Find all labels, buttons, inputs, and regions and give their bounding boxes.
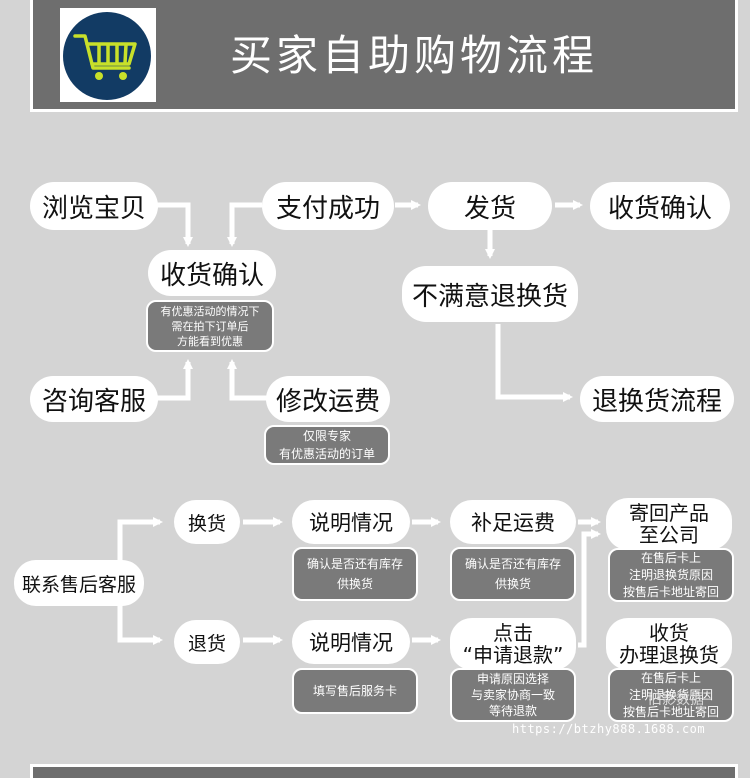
node-confirm-receipt-top: 收货确认 [590,182,730,230]
watermark-url: https://btzhy888.1688.com [512,722,706,736]
node-explain-2: 说明情况 [292,620,410,664]
node-pay-success: 支付成功 [262,182,394,230]
node-send-back: 寄回产品 至公司 [606,498,732,550]
note-stock-2: 确认是否还有库存 供换货 [450,547,576,601]
note-refund-reason: 申请原因选择 与卖家协商一致 等待退款 [450,668,576,722]
note-fill-card: 填写售后服务卡 [292,668,418,714]
node-return-process: 退换货流程 [580,376,734,422]
node-ship: 发货 [428,182,552,230]
node-refund: 退货 [174,620,240,664]
shopping-cart-icon [63,12,151,100]
note-modify-only: 仅限专家 有优惠活动的订单 [264,425,390,465]
note-aftersale-card-2: 在售后卡上 注明退换货原因 按售后卡地址寄回 [608,668,734,722]
node-receive: 收货 办理退换货 [606,618,732,670]
node-consult: 咨询客服 [30,376,158,422]
note-aftersale-card-1: 在售后卡上 注明退换货原因 按售后卡地址寄回 [608,548,734,602]
node-browse: 浏览宝贝 [30,182,158,230]
node-supplement-freight: 补足运费 [450,500,576,544]
page-title: 买家自助购物流程 [230,31,599,80]
note-stock-1: 确认是否还有库存 供换货 [292,547,418,601]
node-contact-service: 联系售后客服 [14,560,144,606]
node-click-refund[interactable]: 点击 “申请退款” [450,618,576,670]
watermark-brand: 旧影数据 [648,692,704,708]
node-explain-1: 说明情况 [292,500,410,544]
node-modify-freight: 修改运费 [266,376,390,422]
note-discount: 有优惠活动的情况下 需在拍下订单后 方能看到优惠 [146,300,274,352]
node-exchange: 换货 [174,500,240,544]
footer-banner [30,764,738,778]
node-confirm-receipt-mid: 收货确认 [148,250,276,296]
node-unsatisfied: 不满意退换货 [402,266,578,322]
